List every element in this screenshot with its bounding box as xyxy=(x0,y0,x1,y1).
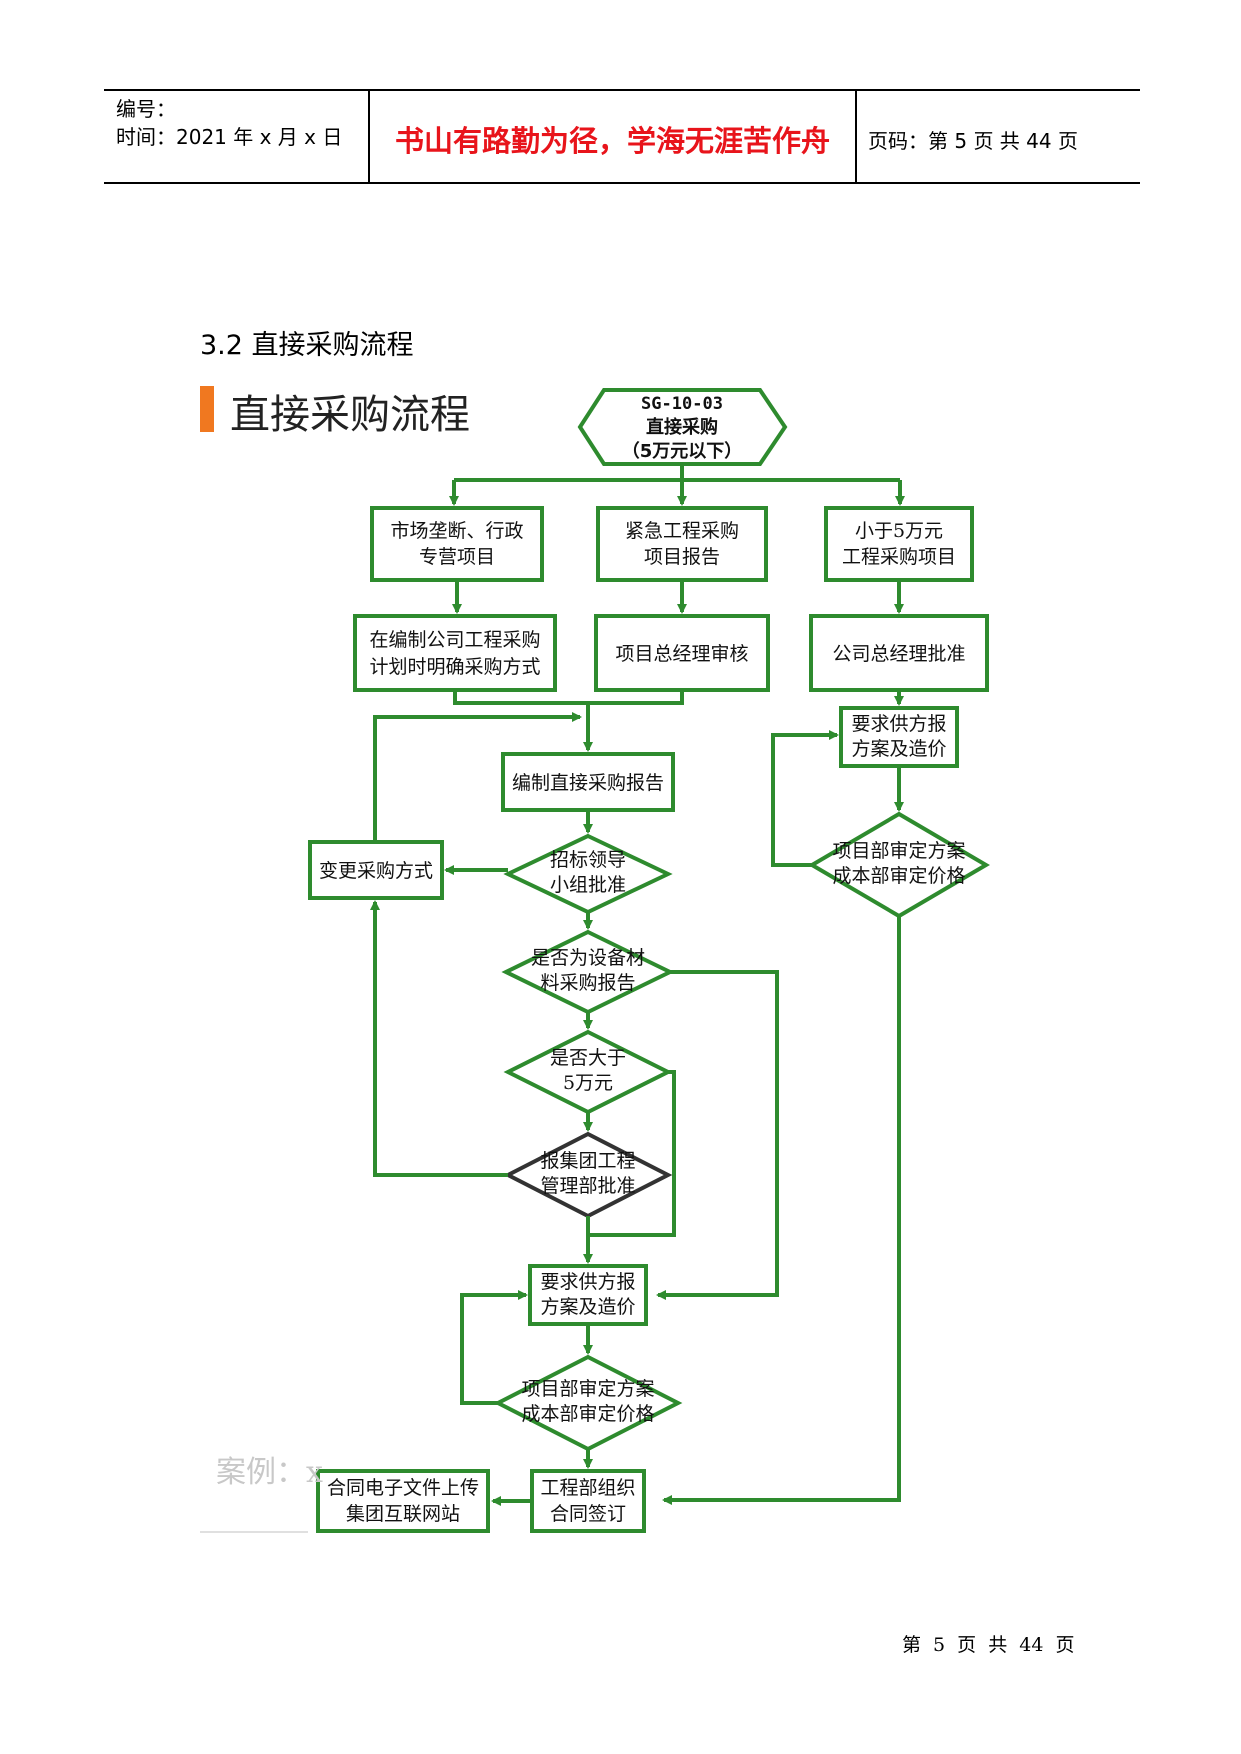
box-supplier-quote-right-line1: 要求供方报 xyxy=(851,713,946,735)
box-plan-line2: 计划时明确采购方式 xyxy=(369,656,540,678)
box-monopoly-line1: 市场垄断、行政 xyxy=(390,520,523,542)
box-small-line1: 小于5万元 xyxy=(855,520,943,542)
arrow-equipment-to-quote xyxy=(656,970,779,1300)
arrow-group-back-to-change xyxy=(370,900,508,1177)
diamond-tender-group-line2: 小组批准 xyxy=(550,874,626,896)
connector-plan-merge xyxy=(453,690,588,705)
diamond-group-dept-line2: 管理部批准 xyxy=(540,1175,635,1197)
diamond-over-5w-line1: 是否大于 xyxy=(550,1047,626,1069)
box-engineering-sign-line1: 工程部组织 xyxy=(540,1477,635,1499)
diamond-review-center-line1: 项目部审定方案 xyxy=(521,1378,654,1400)
faded-case-text: 案例：x xyxy=(216,1455,323,1490)
section-title: 3.2 直接采购流程 xyxy=(200,330,414,361)
start-code: SG-10-03 xyxy=(641,394,723,414)
box-plan-line1: 在编制公司工程采购 xyxy=(369,629,540,651)
diamond-group-dept-line1: 报集团工程 xyxy=(540,1150,635,1172)
box-gm-approve-text: 公司总经理批准 xyxy=(832,643,965,665)
box-plan xyxy=(353,614,557,692)
header-divider-right xyxy=(855,89,857,184)
diamond-over-5w-line2: 5万元 xyxy=(563,1072,613,1094)
box-monopoly xyxy=(370,506,544,582)
box-engineering-sign-line2: 合同签订 xyxy=(550,1503,626,1525)
diamond-equipment-line1: 是否为设备材 xyxy=(531,947,645,969)
banner-title: 直接采购流程 xyxy=(230,392,470,438)
box-pm-review-text: 项目总经理审核 xyxy=(615,643,748,665)
header-top-rule xyxy=(104,89,1140,91)
box-upload xyxy=(316,1469,490,1533)
header-page-number: 页码：第 5 页 共 44 页 xyxy=(868,129,1078,153)
diamond-review-center-line2: 成本部审定价格 xyxy=(521,1403,654,1425)
box-upload-line1: 合同电子文件上传 xyxy=(327,1477,479,1499)
start-title: 直接采购 xyxy=(646,416,718,438)
box-upload-line2: 集团互联网站 xyxy=(346,1503,460,1525)
arrow-center-loop-back xyxy=(460,1290,528,1405)
arrow-right-to-sign xyxy=(662,916,901,1505)
header-bottom-rule xyxy=(104,182,1140,184)
diamond-tender-group-line1: 招标领导 xyxy=(550,849,626,871)
diamond-equipment-line2: 料采购报告 xyxy=(540,972,635,994)
box-compile-report-text: 编制直接采购报告 xyxy=(512,772,664,794)
box-small-line2: 工程采购项目 xyxy=(842,546,956,568)
box-supplier-quote-center xyxy=(528,1264,648,1326)
footer-page-number: 第 5 页 共 44 页 xyxy=(902,1634,1075,1656)
start-node xyxy=(577,388,788,466)
box-change-method xyxy=(308,840,444,900)
box-compile-report xyxy=(501,752,675,812)
diamond-review-right-line1: 项目部审定方案 xyxy=(832,840,965,862)
header-number: 编号： xyxy=(116,97,176,121)
start-subtitle: （5万元以下） xyxy=(622,441,743,462)
box-supplier-quote-right-line2: 方案及造价 xyxy=(851,738,946,760)
box-small xyxy=(824,506,974,582)
arrow-right-loop-back xyxy=(771,730,839,867)
arrow-over5w-to-quote xyxy=(588,1070,676,1237)
box-urgent-line2: 项目报告 xyxy=(644,546,720,568)
box-urgent-line1: 紧急工程采购 xyxy=(625,520,739,542)
faded-rule xyxy=(200,1531,308,1533)
box-monopoly-line2: 专营项目 xyxy=(419,546,495,568)
diamond-review-right-line2: 成本部审定价格 xyxy=(832,865,965,887)
box-gm-approve xyxy=(809,614,989,692)
box-change-method-text: 变更采购方式 xyxy=(319,860,433,882)
box-supplier-quote-center-line2: 方案及造价 xyxy=(540,1296,635,1318)
header-divider-left xyxy=(368,89,370,184)
header-motto: 书山有路勤为径，学海无涯苦作舟 xyxy=(394,124,830,158)
box-urgent xyxy=(596,506,768,582)
banner-marker xyxy=(200,386,214,432)
header-time: 时间：2021 年 x 月 x 日 xyxy=(116,125,343,149)
connector-review-merge xyxy=(588,690,684,705)
box-pm-review xyxy=(594,614,770,692)
arrow-feedback-change-to-compile xyxy=(373,712,582,842)
box-supplier-quote-center-line1: 要求供方报 xyxy=(540,1271,635,1293)
